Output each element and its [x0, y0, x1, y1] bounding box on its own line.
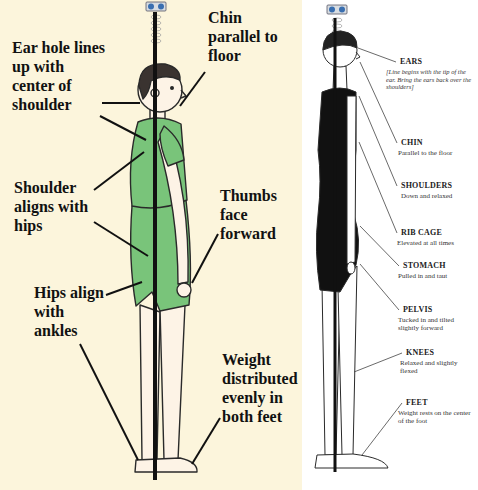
woman-figure: [338, 266, 357, 455]
part-name: EARS: [400, 57, 460, 66]
leader-line: [100, 116, 146, 140]
note-text: Relaxed and slightly flexed: [400, 359, 470, 375]
leader-line: [359, 96, 397, 186]
note-text: [Line begins with the tip of the ear. Br…: [386, 68, 472, 91]
sensor-icon: [158, 4, 164, 10]
man-figure: [177, 283, 191, 297]
leader-line: [180, 72, 205, 106]
man-figure: [160, 126, 184, 166]
note-text: Pulled in and taut: [398, 272, 474, 280]
note-text: Down and relaxed: [401, 192, 473, 200]
leader-line: [102, 102, 140, 104]
part-name: CHIN: [401, 138, 461, 147]
woman-figure: [347, 262, 355, 274]
callout-label: Weight distributed evenly in both feet: [222, 350, 310, 426]
sensor-icon: [146, 2, 166, 11]
part-name: PELVIS: [403, 305, 463, 314]
leader-line: [106, 282, 142, 295]
leader-line: [354, 48, 402, 455]
note-text: Tucked in and tilted slightly forward: [398, 316, 468, 332]
leader-line: [354, 353, 402, 372]
note-text: Elevated at all times: [397, 239, 473, 247]
part-name: KNEES: [406, 348, 466, 357]
sensor-icon: [148, 4, 154, 10]
leader-line: [358, 48, 396, 62]
woman-figure: [315, 454, 388, 468]
leader-line: [94, 222, 148, 256]
woman-figure: [322, 284, 340, 455]
sensor-icon: [329, 7, 335, 13]
leader-line: [362, 403, 402, 455]
woman-figure: [323, 31, 357, 50]
leader-line: [80, 72, 220, 464]
leader-line: [192, 418, 220, 464]
part-name: RIB CAGE: [401, 228, 461, 237]
part-name: STOMACH: [403, 261, 463, 270]
leader-line: [360, 226, 399, 266]
leader-line: [80, 344, 138, 460]
plumb-line: [334, 18, 337, 472]
note-text: Parallel to the floor: [398, 149, 472, 157]
man-figure: [181, 90, 186, 98]
woman-figure: [347, 96, 356, 264]
woman-figure: [356, 52, 360, 59]
man-figure: [139, 64, 180, 99]
callout-label: Chin parallel to floor: [208, 8, 290, 65]
man-figure: [130, 64, 197, 472]
callout-label: Ear hole lines up with center of shoulde…: [12, 38, 107, 114]
leader-line: [359, 142, 397, 233]
leader-line: [360, 264, 399, 310]
callout-label: Hips align with ankles: [34, 283, 106, 340]
leader-line: [94, 152, 144, 190]
callout-label: Shoulder aligns with hips: [14, 178, 96, 235]
plumb-line: [153, 12, 157, 480]
sensor-icon: [339, 7, 345, 13]
part-name: FEET: [406, 398, 466, 407]
right-panel: [302, 0, 478, 490]
man-figure: [160, 305, 185, 460]
woman-figure: [316, 88, 358, 292]
sensor-icon: [327, 5, 347, 14]
man-figure: [135, 458, 197, 472]
man-figure: [171, 87, 174, 90]
callout-label: Thumbs face forward: [220, 186, 300, 243]
part-name: SHOULDERS: [401, 181, 471, 190]
note-text: Weight rests on the center of the foot: [398, 409, 472, 425]
leader-line: [192, 234, 218, 283]
woman-figure: [315, 31, 388, 468]
